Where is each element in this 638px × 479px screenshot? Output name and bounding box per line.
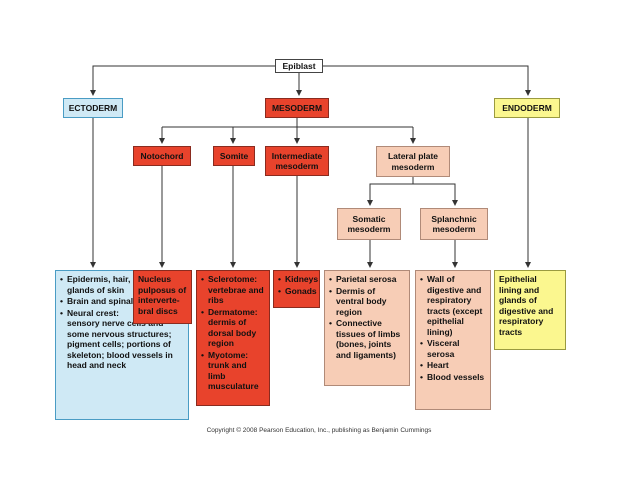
somatic-item: Dermis of ventral body region (329, 286, 405, 318)
splanchnic-item: Visceral serosa (420, 338, 486, 359)
intermediate-item: Gonads (278, 286, 317, 297)
splanchnic-mesoderm-node: Splanchnic mesoderm (420, 208, 488, 240)
endoderm-outcome: Epithelial lining and glands of digestiv… (499, 274, 554, 337)
intermediate-mesoderm-node: Intermediate mesoderm (265, 146, 329, 176)
splanchnic-item: Heart (420, 360, 486, 371)
somite-item: Myotome: trunk and limb musculature (201, 350, 265, 392)
mesoderm-label: MESODERM (271, 102, 323, 113)
ectoderm-item: Epidermis, hair, nails, glands of skin (60, 274, 184, 295)
epiblast-label: Epiblast (282, 60, 316, 71)
ectoderm-item: Brain and spinal cord (60, 296, 184, 307)
intermediate-item: Kidneys (278, 274, 318, 285)
somite-item: Sclerotome: vertebrae and ribs (201, 274, 265, 306)
ectoderm-derivatives: Epidermis, hair, nails, glands of skin B… (55, 270, 189, 420)
splanchnic-mesoderm-label: Splanchnic mesoderm (431, 213, 477, 235)
somatic-derivatives: Parietal serosa Dermis of ventral body r… (324, 270, 410, 386)
somatic-item: Connective tissues of limbs (bones, join… (329, 318, 405, 360)
splanchnic-derivatives: Wall of digestive and respiratory tracts… (415, 270, 491, 410)
intermediate-derivatives: Kidneys Gonads (273, 270, 320, 308)
somite-label: Somite (219, 150, 249, 161)
lateral-plate-mesoderm-node: Lateral plate mesoderm (376, 146, 450, 177)
ectoderm-neural-crest-detail: sensory nerve cells and some nervous str… (67, 318, 173, 370)
notochord-outcome: Nucleus pulposus of interverte-bral disc… (138, 274, 187, 316)
somite-node: Somite (213, 146, 255, 166)
ectoderm-label: ECTODERM (68, 102, 118, 113)
endoderm-label: ENDODERM (502, 102, 552, 113)
somatic-mesoderm-label: Somatic mesoderm (347, 213, 391, 235)
endoderm-derivatives: Epithelial lining and glands of digestiv… (494, 270, 566, 350)
somatic-mesoderm-node: Somatic mesoderm (337, 208, 401, 240)
intermediate-mesoderm-label: Intermediate mesoderm (271, 150, 323, 172)
epiblast-node: Epiblast (275, 59, 323, 73)
somite-item: Dermatome: dermis of dorsal body region (201, 307, 265, 349)
ectoderm-item: Neural crest: (60, 308, 184, 319)
notochord-derivatives: Nucleus pulposus of interverte-bral disc… (133, 270, 192, 324)
copyright-notice: Copyright © 2008 Pearson Education, Inc.… (206, 427, 432, 434)
ectoderm-node: ECTODERM (63, 98, 123, 118)
endoderm-node: ENDODERM (494, 98, 560, 118)
splanchnic-item: Blood vessels (420, 372, 486, 383)
notochord-label: Notochord (140, 150, 184, 161)
mesoderm-node: MESODERM (265, 98, 329, 118)
somite-derivatives: Sclerotome: vertebrae and ribs Dermatome… (196, 270, 270, 406)
somatic-item: Parietal serosa (329, 274, 405, 285)
splanchnic-item: Wall of digestive and respiratory tracts… (420, 274, 486, 337)
lateral-plate-mesoderm-label: Lateral plate mesoderm (387, 151, 439, 172)
notochord-node: Notochord (133, 146, 191, 166)
